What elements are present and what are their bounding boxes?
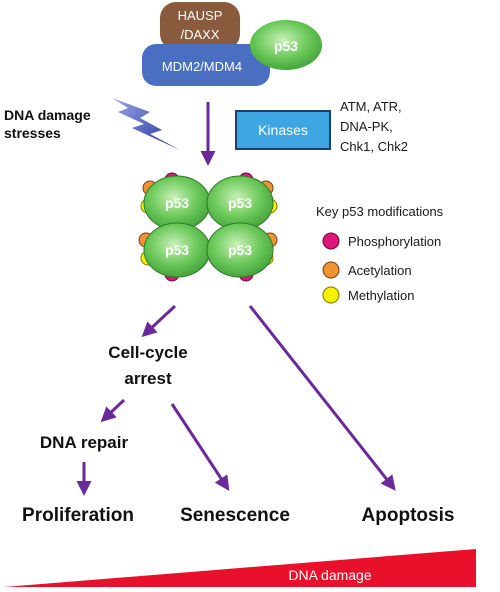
senescence-label: Senescence [180, 505, 290, 526]
kinases-label: Kinases [258, 122, 308, 138]
kinase-list-item: Chk1, Chk2 [340, 139, 408, 154]
p53-tetramer: p53 p53 p53 p53 [138, 172, 278, 282]
gradient-label: DNA damage [288, 567, 371, 583]
acetylation-swatch [322, 261, 340, 279]
tetramer-unit-label: p53 [165, 242, 189, 258]
stress-label-line2: stresses [4, 125, 61, 141]
repair-label: DNA repair [40, 433, 129, 452]
arrest-label-line2: arrest [124, 369, 172, 388]
arrow-to-repair [100, 398, 126, 423]
methylation-swatch [322, 286, 340, 304]
legend-item-label: Methylation [348, 288, 414, 303]
p53-monomer: p53 [250, 20, 322, 70]
phosphorylation-swatch [322, 232, 340, 250]
proliferation-label: Proliferation [22, 505, 134, 526]
arrow-to-arrest [141, 304, 177, 338]
hausp-daxx-box: HAUSP /DAXX [160, 2, 240, 50]
arrow-to-apoptosis [248, 305, 396, 491]
tetramer-unit-label: p53 [165, 195, 189, 211]
mdm2-mdm4-box: MDM2/MDM4 [142, 44, 270, 86]
legend: Key p53 modifications Phosphorylation Ac… [316, 204, 444, 304]
arrow-to-senescence [170, 403, 230, 492]
hausp-label: HAUSP [178, 8, 223, 23]
mdm-label: MDM2/MDM4 [162, 59, 242, 74]
legend-title: Key p53 modifications [316, 204, 444, 219]
lightning-icon [112, 98, 180, 150]
tetramer-unit-label: p53 [228, 242, 252, 258]
legend-item-label: Acetylation [348, 263, 412, 278]
daxx-label: /DAXX [180, 27, 219, 42]
kinase-list-item: DNA-PK, [340, 119, 393, 134]
kinase-list-item: ATM, ATR, [340, 99, 402, 114]
legend-item-label: Phosphorylation [348, 234, 441, 249]
apoptosis-label: Apoptosis [362, 505, 455, 526]
arrest-label-line1: Cell-cycle [108, 343, 187, 362]
p53-monomer-label: p53 [274, 38, 298, 54]
kinases-box: Kinases [235, 110, 331, 150]
stress-label-line1: DNA damage [4, 107, 91, 123]
dna-damage-gradient [4, 549, 476, 587]
tetramer-unit-label: p53 [228, 195, 252, 211]
